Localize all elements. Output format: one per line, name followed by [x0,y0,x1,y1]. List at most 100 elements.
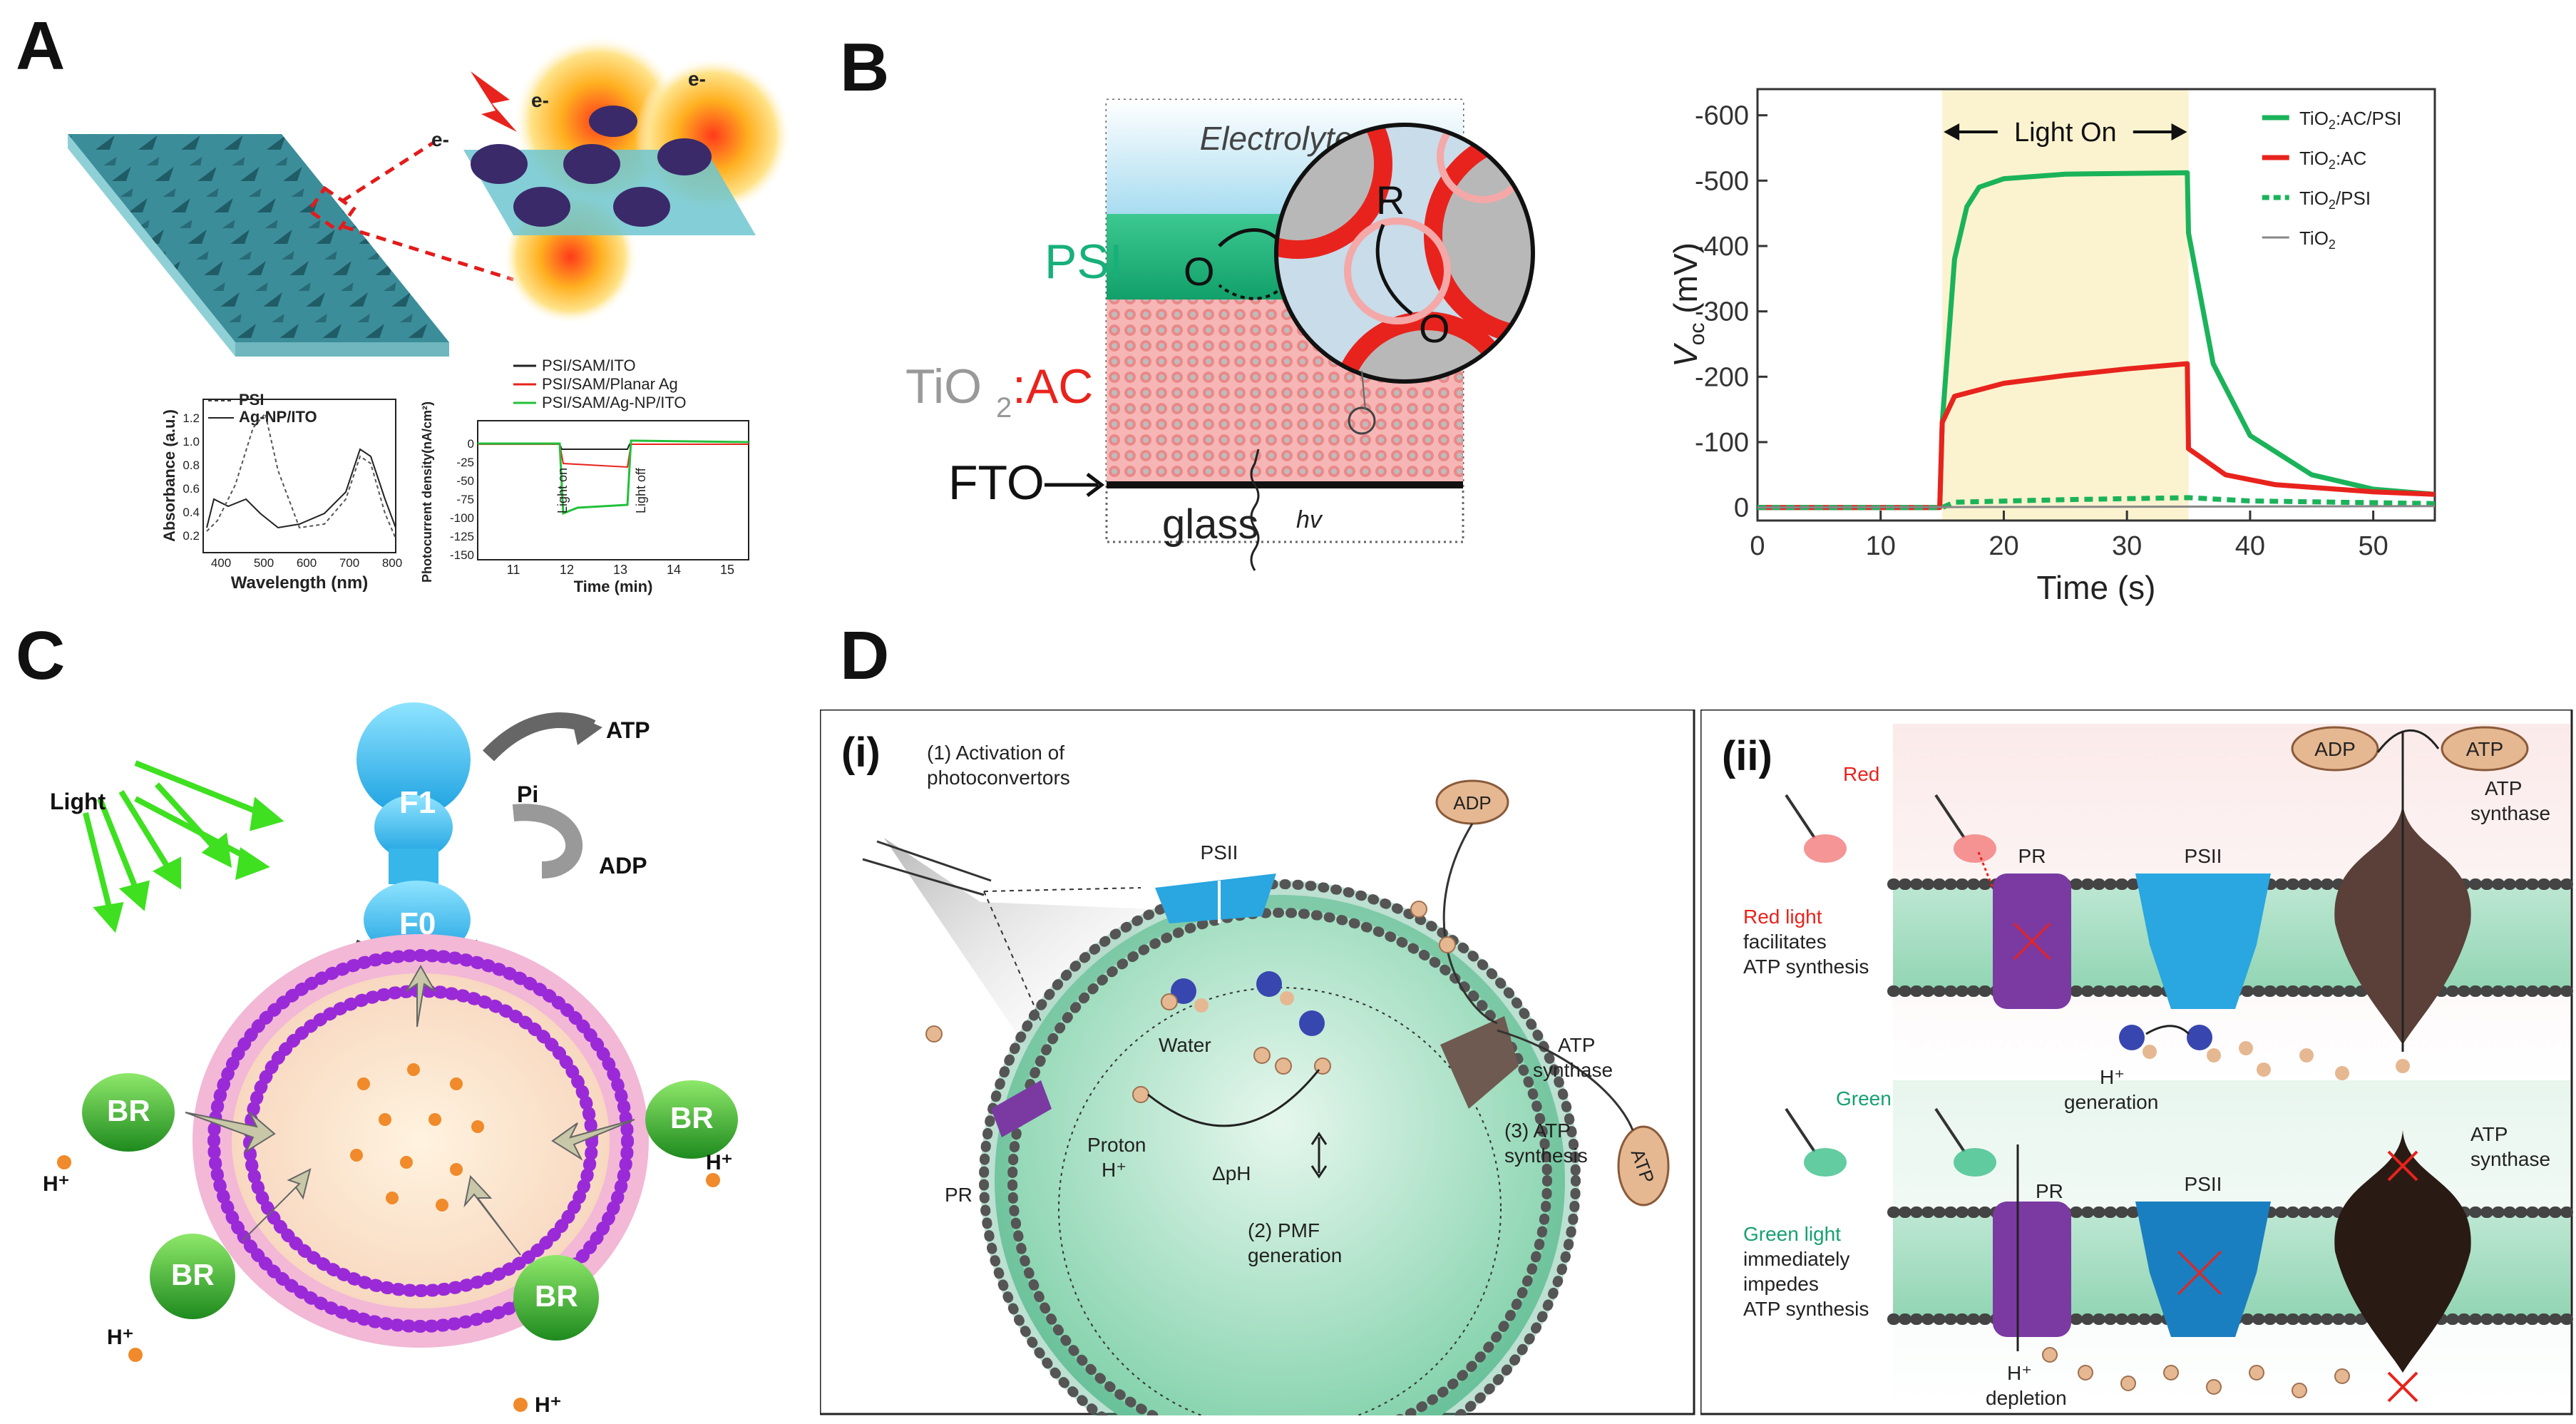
atp-synthase-label: ATP [1558,1034,1595,1056]
x-tick-label: 40 [2235,531,2265,561]
atp-synthase-label-2: synthase [1533,1059,1613,1081]
abs-xtick: 500 [254,556,274,570]
pc-xtick: 14 [667,563,681,577]
pmf-label: (2) PMF [1248,1219,1320,1241]
pc-light-off: Light off [634,467,648,513]
cell [979,879,1581,1415]
zoom-o: O [1419,306,1450,351]
lightning-icon [471,71,517,132]
pc-xtick: 13 [613,563,627,577]
psi-clusters [471,106,712,227]
pr-protein [991,1080,1052,1137]
hv-label: hv [1296,506,1323,533]
red-lamp-2 [1934,794,1996,888]
electron-label-2: e- [531,89,549,111]
abs-ytick: 1.0 [183,435,200,449]
br-proteins [82,1073,738,1341]
red-light-label-3: ATP synthesis [1743,956,1869,978]
abs-xtick: 700 [339,556,359,570]
svg-text::AC: :AC [1012,359,1093,414]
pc-legend-planar: PSI/SAM/Planar Ag [542,375,678,393]
f1-label: F1 [399,785,436,820]
light-wave-icon [1250,449,1260,571]
red-label: Red [1843,763,1879,785]
atp-bubble [2441,726,2529,772]
pr-protein-lower [1993,1144,2071,1351]
panel-letter-d: D [840,618,890,694]
atp-label: ATP [2466,738,2503,760]
green-light-label: Green light [1743,1223,1841,1245]
synthesis-label-2: synthesis [1504,1144,1588,1167]
synthesis-label: (3) ATP [1504,1120,1571,1142]
redox-arrow-bottom [1218,284,1285,300]
green-label: Green [1836,1087,1892,1110]
h-label-4: H⁺ [535,1393,562,1417]
legend-label-3: TiO2 [2299,227,2336,252]
activation-label-2: photoconvertors [927,767,1070,789]
adp-label: ADP [599,853,647,879]
pc-ytick: -25 [456,456,474,469]
atp-synthase-label-upper: ATP [2485,777,2522,799]
psii-label: PSII [1201,841,1238,864]
adp-arrow [512,804,583,879]
lower-protons [2042,1347,2350,1398]
pr-label-upper: PR [2018,845,2046,867]
fto-layer [1107,481,1463,488]
h-label-3: H⁺ [107,1326,134,1349]
pi-label: Pi [517,782,538,807]
green-light-label-2: immediately [1743,1248,1849,1270]
pmf-label-2: generation [1248,1244,1342,1266]
pc-ylabel: Photocurrent density(nA/cm²) [420,401,434,583]
zoom-arrow [1375,223,1413,315]
protons-inside [350,1063,484,1212]
y-tick-label: -100 [1695,428,1749,458]
red-light-label-2: facilitates [1743,931,1827,953]
panel-letter-c: C [16,618,66,694]
pc-ytick: -125 [450,530,474,543]
panel-letter-a: A [16,8,66,84]
h-label-2: H⁺ [706,1151,733,1174]
green-light-label-4: ATP synthesis [1743,1298,1869,1320]
br-label-2: BR [670,1101,714,1134]
abs-ytick: 0.4 [183,506,200,519]
x-tick-label: 0 [1750,531,1765,561]
panel-d-ii: (ii) Red Green PR PSII ADP [1700,710,2574,1415]
light-on-band [1942,89,2189,521]
series-line-1 [1757,361,2436,511]
h-dep-label-2: depletion [1986,1387,2067,1409]
green-light-label-3: impedes [1743,1273,1819,1295]
nanoparticle-substrate [68,134,449,357]
atp-synthase-label-lower-2: synthase [2470,1148,2550,1170]
absorbance-plot: PSI Ag-NP/ITO 0.2 0.4 0.6 0.8 1.0 1.2 40… [160,391,402,593]
psi-label: PSI [1045,235,1123,289]
water-molecules [1171,971,1325,1036]
psii-label-lower: PSII [2185,1173,2222,1195]
green-lamp-2 [1934,1107,1996,1177]
pc-ytick: 0 [468,437,474,451]
abs-ytick: 1.2 [183,411,200,425]
d-ii-label: (ii) [1722,733,1772,779]
atp-bubble [1617,1125,1670,1207]
atp-synthase-lower [2334,1130,2471,1403]
electron-label-3: e- [688,68,706,90]
fto-label: FTO [948,456,1045,510]
schematic-o: O [1184,249,1215,294]
atp-synthase-label-upper-2: synthase [2470,802,2550,824]
water-label: Water [1159,1034,1211,1056]
dph-label: ΔpH [1212,1162,1251,1184]
pump-arrows [185,964,635,1256]
abs-ylabel: Absorbance (a.u.) [160,409,178,542]
abs-xlabel: Wavelength (nm) [231,573,368,593]
y-tick-label: -300 [1695,297,1749,327]
photocurrent-plot: PSI/SAM/ITO PSI/SAM/Planar Ag PSI/SAM/Ag… [420,357,749,595]
zoom-indicator [307,140,514,282]
pr-label-lower: PR [2036,1180,2063,1202]
red-light-label: Red light [1743,906,1822,928]
abs-legend-psi: PSI [239,391,264,409]
legend-label-0: TiO2:AC/PSI [2299,108,2401,132]
psii-label-upper: PSII [2185,845,2222,867]
upper-protons [2119,1025,2410,1080]
abs-ytick: 0.2 [183,529,200,543]
pr-label: PR [945,1184,973,1206]
